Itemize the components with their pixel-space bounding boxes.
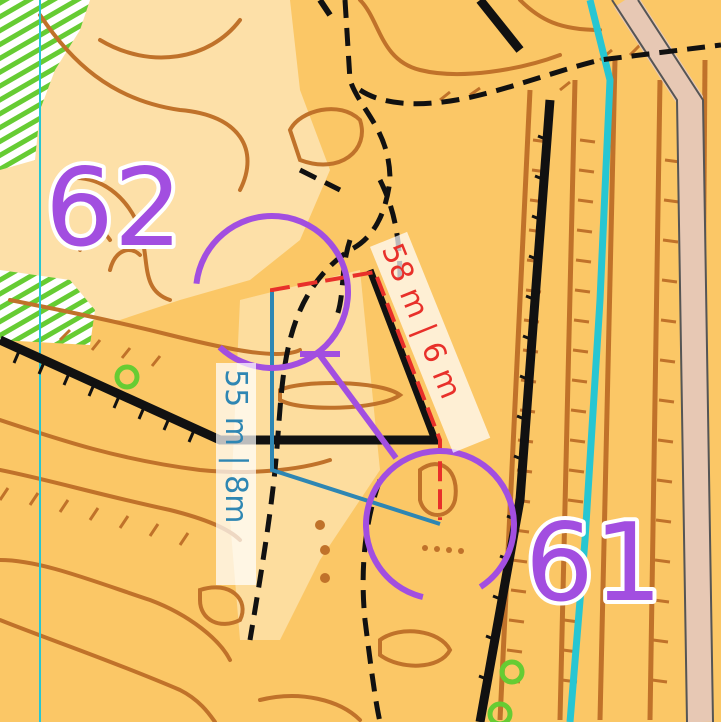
road-edge-left [611,0,688,722]
green-vegetation [0,0,90,170]
route-label-blue: 55 m | 8m [218,369,253,523]
rough-open-area [0,0,330,320]
route-blue-line [270,292,441,526]
control-circle-61 [363,448,517,602]
control-number-61: 61 [525,501,662,626]
control-number-62: 62 [45,146,182,271]
road-pink [614,0,713,722]
course-leg [316,352,399,460]
route-red-line [270,269,442,520]
rough-open-area-2 [230,270,380,640]
dot-trail [315,520,464,583]
road-edge-right [637,0,714,722]
course-overprint [193,213,517,602]
control-circle-62 [193,213,351,371]
route-label-blue-group: 55 m | 8m [216,363,256,585]
stream-blue [566,0,614,722]
green-ring-features [114,364,525,722]
